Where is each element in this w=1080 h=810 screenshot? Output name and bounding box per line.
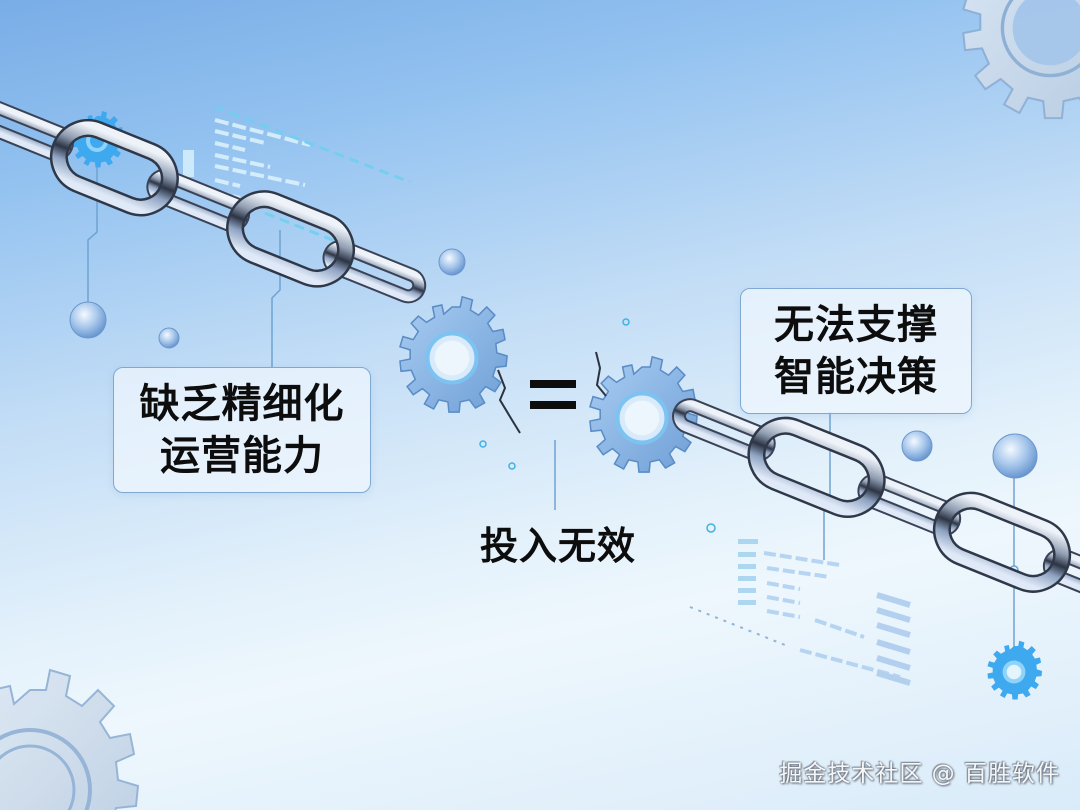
result-label: 投入无效 xyxy=(479,524,636,568)
corner-gear-bottom-left-icon xyxy=(0,669,139,810)
watermark: 掘金技术社区 @ 百胜软件 xyxy=(779,761,1060,787)
right-label-line-2: 智能决策 xyxy=(774,354,938,400)
data-panel-top-icon xyxy=(183,105,411,266)
crack-icon xyxy=(595,351,607,397)
broken-gear-right-icon xyxy=(589,356,698,473)
right-label-box: 无法支撑 智能决策 xyxy=(740,288,972,414)
broken-gear-left-icon xyxy=(399,296,508,413)
sphere-icon xyxy=(438,248,466,276)
left-label-line-2: 运营能力 xyxy=(160,433,324,479)
right-chain-icon xyxy=(672,398,1080,612)
right-label-line-1: 无法支撑 xyxy=(774,302,938,348)
equals-sign-icon xyxy=(530,380,576,412)
crack-icon xyxy=(497,369,521,434)
node-dot-icon xyxy=(706,523,716,533)
sphere-icon xyxy=(901,430,933,462)
left-label-line-1: 缺乏精细化 xyxy=(139,381,345,427)
data-panel-bottom-icon xyxy=(689,539,911,686)
corner-gear-top-right-icon xyxy=(962,0,1080,120)
left-label-box: 缺乏精细化 运营能力 xyxy=(113,367,371,493)
left-chain-icon xyxy=(0,97,427,304)
accent-gear-bottom-right-icon xyxy=(987,640,1043,700)
sphere-icon xyxy=(992,433,1038,479)
sphere-icon xyxy=(158,327,180,349)
sphere-icon xyxy=(69,301,107,339)
